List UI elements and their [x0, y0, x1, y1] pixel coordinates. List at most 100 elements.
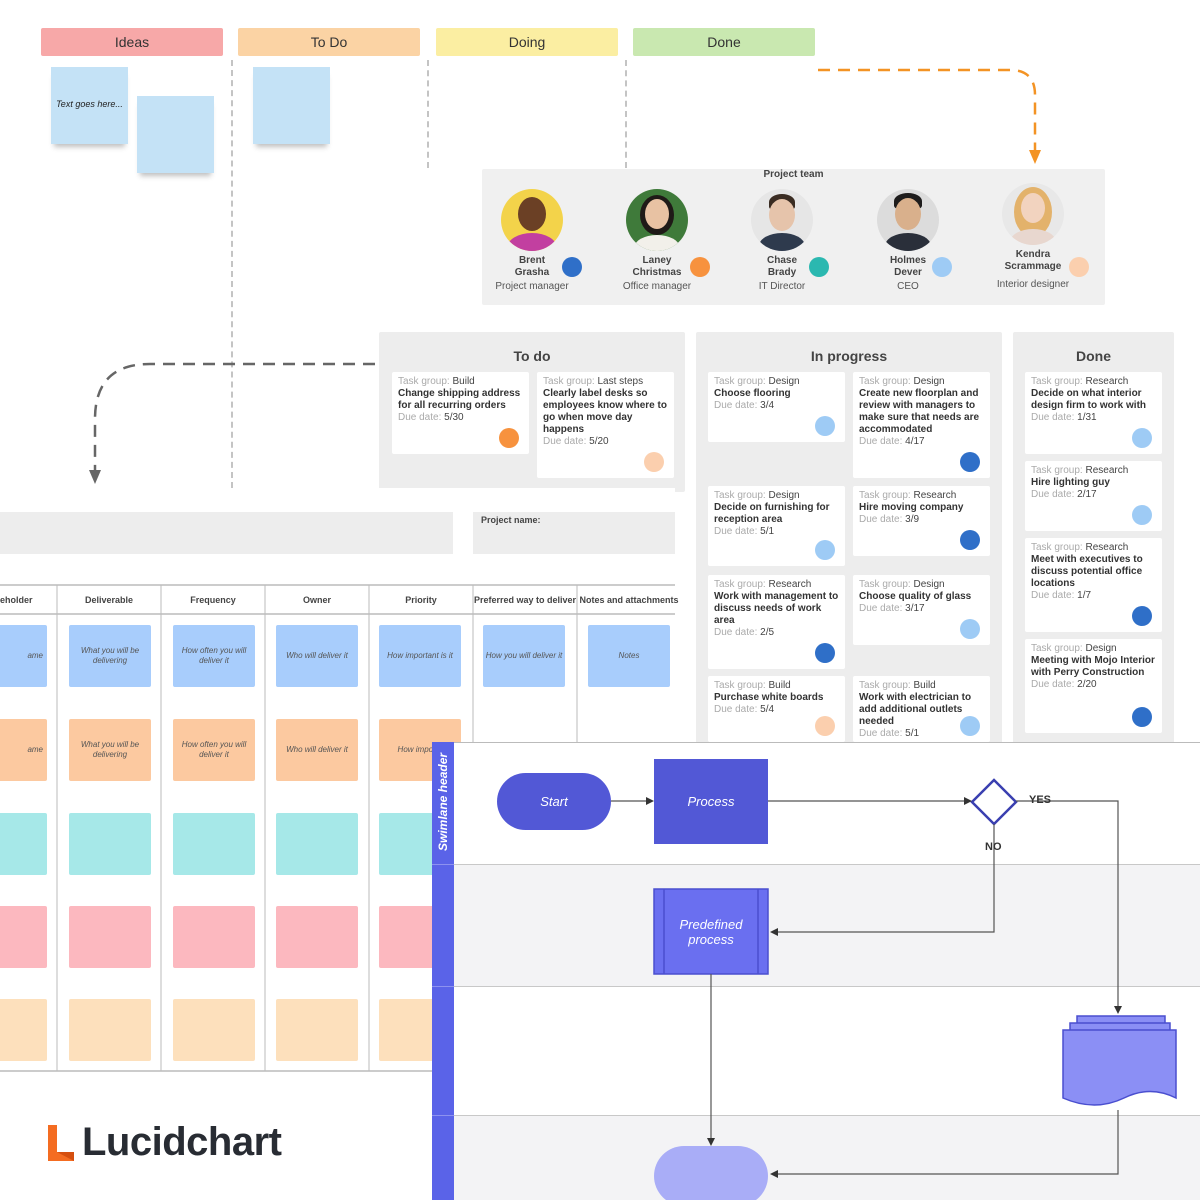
table-note[interactable] [276, 999, 358, 1061]
table-note[interactable] [0, 999, 47, 1061]
table-note[interactable]: Who will deliver it [276, 625, 358, 687]
task-due-date: Due date: 2/17 [1031, 489, 1097, 500]
table-note[interactable] [69, 906, 151, 968]
kanban-column-todo[interactable]: To Do [238, 28, 420, 56]
task-group: Task group: Research [1031, 465, 1129, 476]
multi-document-node[interactable] [1063, 1016, 1176, 1106]
end-node[interactable] [654, 1146, 768, 1200]
swimlane-lane-shade [454, 1115, 1200, 1200]
kanban-column-done[interactable]: Done [633, 28, 815, 56]
table-note[interactable] [276, 813, 358, 875]
decision-node[interactable] [972, 780, 1016, 824]
project-team-title: Project team [763, 169, 824, 180]
table-note[interactable]: How you will deliver it [483, 625, 565, 687]
assignee-dot [960, 619, 980, 639]
table-note[interactable] [173, 906, 255, 968]
table-title-field[interactable] [0, 512, 453, 554]
start-node[interactable]: Start [540, 794, 568, 809]
table-note[interactable]: What you will be delivering [69, 719, 151, 781]
project-name-field[interactable]: Project name: [473, 512, 675, 554]
table-note[interactable]: How often you will deliver it [173, 719, 255, 781]
assignee-dot [499, 428, 519, 448]
board-column-title: Done [1076, 348, 1111, 364]
table-note[interactable]: Notes [588, 625, 670, 687]
board-column-title: To do [513, 348, 551, 364]
kanban-divider [625, 60, 627, 168]
table-note[interactable] [69, 813, 151, 875]
task-title: Clearly label desks so employees know wh… [543, 388, 667, 435]
assignee-dot [1132, 707, 1152, 727]
task-title: Meet with executives to discuss potentia… [1031, 554, 1143, 589]
task-group: Task group: Research [859, 490, 957, 501]
table-note[interactable]: How important is it [379, 625, 461, 687]
task-title: Create new floorplan and review with man… [859, 388, 980, 435]
table-note[interactable] [69, 999, 151, 1061]
task-due-date: Due date: 3/17 [859, 603, 925, 614]
member-role: IT Director [758, 281, 806, 292]
process-node[interactable]: Process [687, 794, 735, 809]
member-color-dot [809, 257, 829, 277]
assignee-dot [960, 530, 980, 550]
table-header-priority: Priority [405, 595, 437, 605]
table-note[interactable]: How often you will deliver it [173, 625, 255, 687]
no-label: NO [985, 841, 1002, 853]
task-due-date: Due date: 5/1 [859, 728, 920, 739]
table-note[interactable]: ame [0, 625, 47, 687]
task-due-date: Due date: 2/20 [1031, 679, 1097, 690]
member-role: Office manager [622, 281, 692, 292]
table-note[interactable] [0, 906, 47, 968]
predefined-process-node[interactable]: Predefined process [679, 916, 743, 947]
table-note[interactable]: Who will deliver it [276, 719, 358, 781]
table-note[interactable]: What you will be delivering [69, 625, 151, 687]
member-role: Interior designer [996, 279, 1070, 290]
task-group: Task group: Design [859, 376, 945, 387]
member-role: CEO [897, 281, 919, 292]
sticky-note[interactable] [137, 96, 214, 173]
member-color-dot [932, 257, 952, 277]
member-role: Project manager [495, 281, 569, 292]
sticky-note[interactable]: Text goes here... [51, 67, 128, 144]
sticky-note[interactable] [253, 67, 330, 144]
avatar [1002, 183, 1064, 245]
table-note[interactable] [0, 813, 47, 875]
table-note[interactable]: ame [0, 719, 47, 781]
yes-label: YES [1029, 794, 1052, 806]
task-due-date: Due date: 4/17 [859, 436, 925, 447]
assignee-dot [960, 716, 980, 736]
lane-divider [454, 864, 1200, 865]
avatar [877, 189, 939, 251]
assignee-dot [815, 540, 835, 560]
table-note[interactable] [173, 999, 255, 1061]
kanban-column-ideas[interactable]: Ideas [41, 28, 223, 56]
member-color-dot [690, 257, 710, 277]
swimlane-header-bar[interactable] [432, 742, 454, 1200]
task-title: Choose quality of glass [859, 591, 972, 602]
kanban-column-doing[interactable]: Doing [436, 28, 618, 56]
table-note[interactable] [173, 813, 255, 875]
table-header-frequency: Frequency [190, 595, 236, 605]
table-note[interactable] [276, 906, 358, 968]
task-title: Choose flooring [714, 388, 791, 399]
